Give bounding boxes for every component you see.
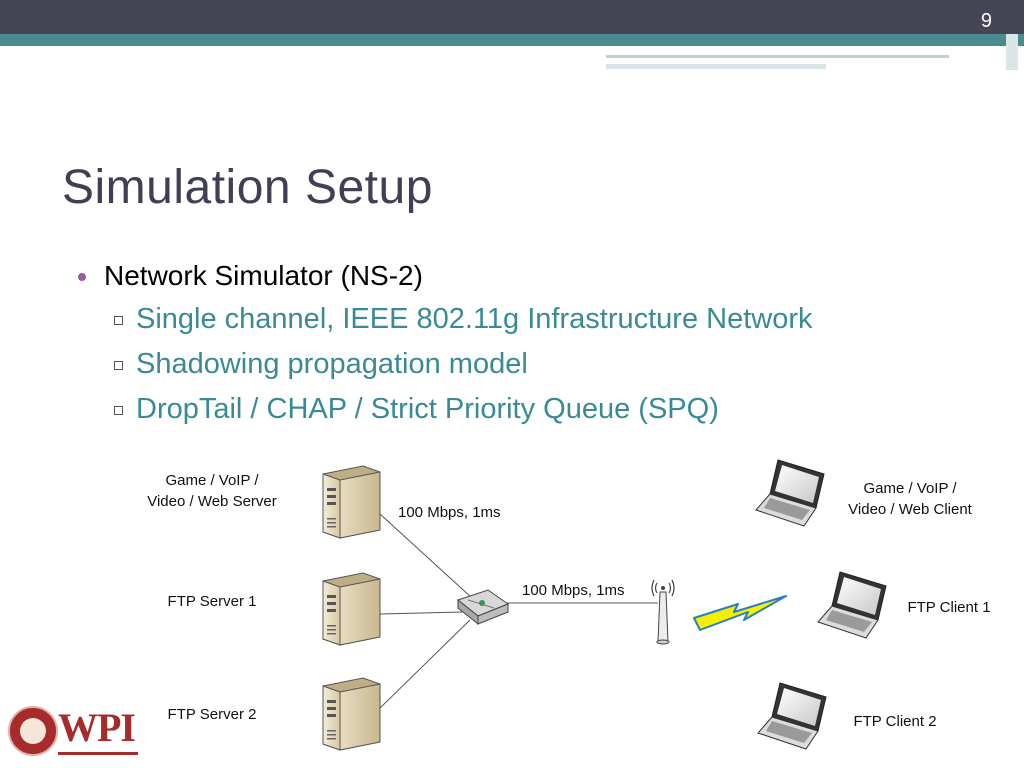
link-server-router xyxy=(379,513,473,599)
laptop-icon xyxy=(755,459,825,527)
wireless-link-icon xyxy=(693,595,787,631)
accent-block xyxy=(1006,34,1018,70)
client-label: FTP Client 2 xyxy=(853,713,937,730)
client-label: Game / VoIP / Video / Web Client xyxy=(830,478,990,520)
bullet-text: Network Simulator (NS-2) xyxy=(104,260,423,291)
access-point-icon xyxy=(651,579,675,645)
slide-number: 9 xyxy=(980,10,992,32)
wpi-logo: WPI xyxy=(58,705,136,750)
square-bullet-icon xyxy=(114,406,123,415)
link-lines xyxy=(379,513,658,709)
link-server-router xyxy=(379,619,471,709)
router-icon xyxy=(456,589,510,626)
server-label: FTP Server 2 xyxy=(167,706,257,723)
server-label-line: Game / VoIP / xyxy=(165,472,259,489)
accent-band xyxy=(0,34,1024,46)
server-icon xyxy=(322,572,381,646)
sub-bullet-text: DropTail / CHAP / Strict Priority Queue … xyxy=(136,393,719,425)
accent-line xyxy=(606,55,949,58)
logo-underline xyxy=(58,752,138,755)
client-label-line: Game / VoIP / xyxy=(863,480,957,497)
square-bullet-icon xyxy=(114,361,123,370)
server-label-line: Video / Web Server xyxy=(147,493,277,510)
laptop-icon xyxy=(757,682,827,750)
server-icon xyxy=(322,465,381,539)
top-header-bar xyxy=(0,0,1024,34)
server-label: Game / VoIP / Video / Web Server xyxy=(130,470,294,512)
client-label-line: Video / Web Client xyxy=(848,501,972,518)
server-label: FTP Server 1 xyxy=(167,593,257,610)
server-icon xyxy=(322,677,381,751)
wpi-seal-icon xyxy=(8,706,58,756)
link-label: 100 Mbps, 1ms xyxy=(398,504,501,521)
sub-bullet-text: Shadowing propagation model xyxy=(136,348,528,380)
slide-title: Simulation Setup xyxy=(62,161,433,214)
bullet-dot-icon xyxy=(78,273,86,281)
accent-line xyxy=(606,64,826,69)
square-bullet-icon xyxy=(114,316,123,325)
laptop-icon xyxy=(817,571,887,639)
link-label: 100 Mbps, 1ms xyxy=(522,582,625,599)
client-label: FTP Client 1 xyxy=(907,599,991,616)
sub-bullet-text: Single channel, IEEE 802.11g Infrastruct… xyxy=(136,303,813,335)
link-server-router xyxy=(379,611,463,615)
